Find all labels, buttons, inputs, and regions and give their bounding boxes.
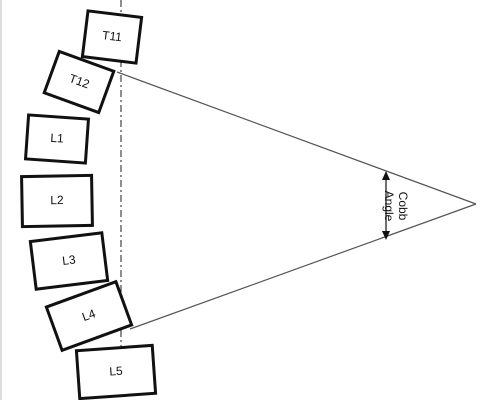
vertebra-l2: L2: [20, 173, 94, 229]
vertebra-label: L3: [61, 252, 76, 268]
vertebra-label: L4: [80, 306, 98, 324]
angle-arrow: [382, 171, 390, 240]
cobb-angle-label: Cobb Angle: [382, 191, 410, 222]
lower-endplate-line: [129, 203, 477, 330]
vertebra-label: T11: [101, 28, 123, 44]
vertebra-label: L5: [109, 364, 124, 379]
cobb-angle-label-line1: Cobb: [396, 192, 410, 221]
vertebra-label: T12: [67, 71, 92, 91]
vertebra-l1: L1: [23, 113, 91, 165]
vertebra-label: L2: [50, 193, 64, 207]
cobb-angle-label-line2: Angle: [382, 191, 396, 222]
vertebra-l4: L4: [44, 279, 134, 353]
vertebra-t11: T11: [80, 9, 144, 65]
vertebra-label: L1: [50, 131, 65, 146]
upper-endplate-line: [116, 71, 477, 205]
vertebra-t12: T12: [42, 49, 116, 115]
vertebra-l5: L5: [74, 343, 158, 400]
vertebra-l3: L3: [28, 231, 110, 291]
